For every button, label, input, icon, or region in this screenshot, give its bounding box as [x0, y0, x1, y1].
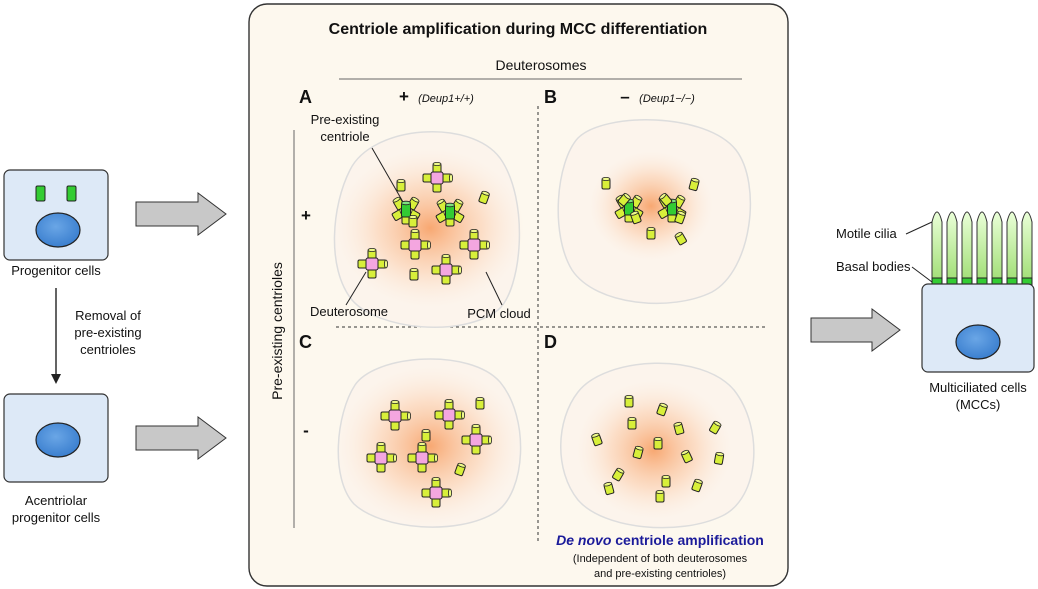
acentriolar-label-1: Acentriolar [25, 493, 88, 508]
preexisting-label-2: centriole [320, 129, 369, 144]
panel-b-cell [557, 119, 752, 305]
panel-b-label: B [544, 87, 557, 107]
row-minus: - [303, 421, 309, 440]
motile-cilia-label: Motile cilia [836, 226, 897, 241]
multiciliated-cell [921, 211, 1035, 373]
pcm-label: PCM cloud [467, 306, 531, 321]
page-title: Centriole amplification during MCC diffe… [329, 21, 708, 38]
col-plus-genotype: (Deup1+/+) [418, 93, 474, 105]
col-minus-genotype: (Deup1−/−) [639, 93, 695, 105]
row-plus: + [301, 206, 311, 225]
panel-a-cell [333, 131, 525, 329]
col-plus: + [399, 87, 409, 106]
de-novo-note-2: and pre-existing centrioles) [594, 568, 726, 580]
removal-label-1: Removal of [75, 308, 141, 323]
de-novo-title: De novo centriole amplification [556, 532, 764, 548]
preexisting-label-1: Pre-existing [311, 112, 380, 127]
de-novo-rest: centriole amplification [615, 532, 764, 548]
acentriolar-label-2: progenitor cells [12, 510, 101, 525]
panel-c-cell [337, 358, 522, 528]
mcc-label-1: Multiciliated cells [929, 380, 1027, 395]
deuterosome-label: Deuterosome [310, 304, 388, 319]
progenitor-label: Progenitor cells [11, 263, 101, 278]
row-header: Pre-existing centrioles [269, 262, 285, 400]
removal-label-3: centrioles [80, 342, 136, 357]
panel-c-label: C [299, 332, 312, 352]
acentriolar-cell [3, 393, 109, 483]
panel-d-label: D [544, 332, 557, 352]
panel-d-cell [560, 362, 755, 529]
panel-a-label: A [299, 87, 312, 107]
basal-bodies-label: Basal bodies [836, 259, 911, 274]
col-minus: – [620, 87, 629, 106]
cilia-icon [931, 211, 1033, 279]
removal-label-2: pre-existing [74, 325, 141, 340]
centriole-icon [35, 185, 77, 202]
arrow-icon [135, 192, 901, 460]
col-header: Deuterosomes [495, 57, 586, 73]
de-novo-note-1: (Independent of both deuterosomes [573, 553, 748, 565]
de-novo-italic: De novo [556, 532, 612, 548]
mcc-label-2: (MCCs) [956, 397, 1001, 412]
progenitor-cell [3, 169, 109, 261]
